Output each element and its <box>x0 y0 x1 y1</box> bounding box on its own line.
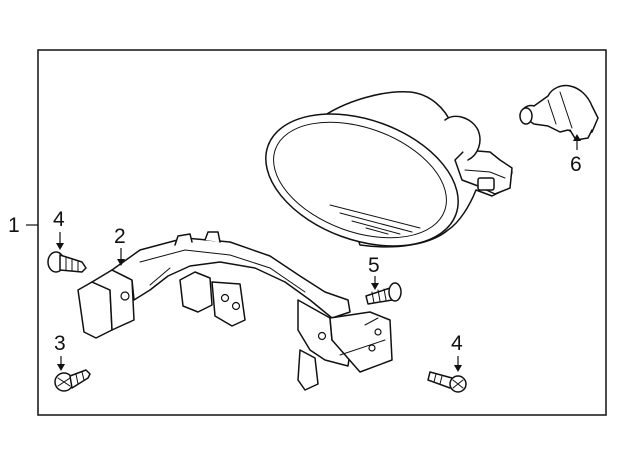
bolt-left <box>47 251 87 273</box>
fog-lamp <box>265 91 513 248</box>
bolt-right <box>427 371 467 393</box>
callout-3: 3 <box>54 332 66 355</box>
callout-1: 1 <box>8 214 20 237</box>
callout-6: 6 <box>570 153 582 176</box>
bolt-center <box>365 282 402 305</box>
callout-4-right: 4 <box>451 332 463 355</box>
callout-4-left: 4 <box>53 208 65 231</box>
callout-2: 2 <box>114 225 126 248</box>
screw-lower <box>54 369 91 392</box>
bracket <box>77 231 393 391</box>
callout-5: 5 <box>368 254 380 277</box>
bulb <box>519 84 599 141</box>
diagram-frame <box>37 49 607 416</box>
